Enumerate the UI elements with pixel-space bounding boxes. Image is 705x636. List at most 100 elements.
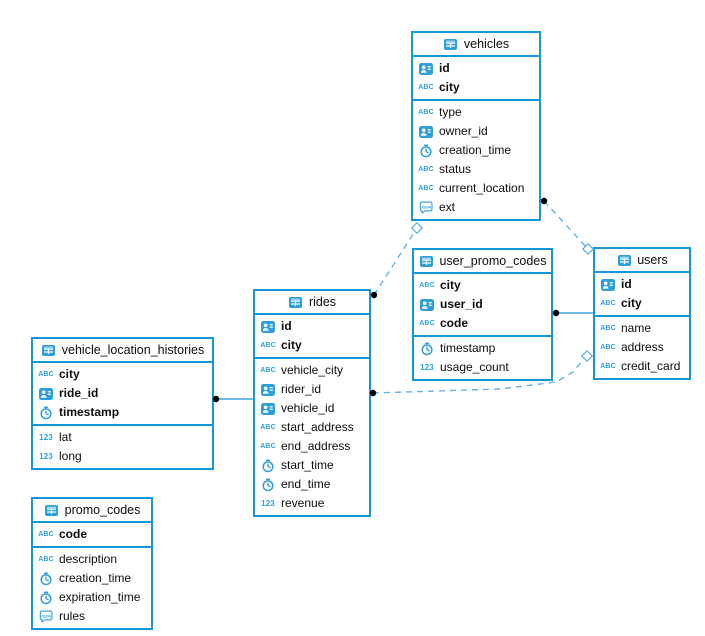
abc-text-icon: ABC <box>600 363 616 370</box>
person-id-icon <box>418 62 434 75</box>
column-row-owner_id: owner_id <box>413 122 539 141</box>
column-name: usage_count <box>440 360 509 374</box>
column-row-status: ABC status <box>413 160 539 179</box>
person-id-icon <box>260 402 276 415</box>
column-name: rider_id <box>281 382 322 396</box>
clock-icon <box>38 590 54 605</box>
column-row-city: ABC city <box>595 294 689 313</box>
clock-icon <box>38 405 54 420</box>
column-name: city <box>440 278 461 292</box>
column-row-code: ABC code <box>414 314 551 333</box>
table-name: vehicle_location_histories <box>61 343 205 357</box>
column-name: vehicle_id <box>281 401 335 415</box>
column-name: start_time <box>281 458 334 472</box>
table-icon <box>418 255 434 267</box>
123-number-icon: 123 <box>261 499 275 508</box>
column-row-address: ABC address <box>595 338 689 357</box>
clock-icon <box>260 477 276 492</box>
clock-icon <box>38 571 54 586</box>
table-icon <box>443 38 459 50</box>
abc-text-icon: ABC <box>419 320 435 327</box>
column-name: city <box>59 367 80 381</box>
column-row-usage_count: 123 usage_count <box>414 358 551 377</box>
column-row-id: id <box>595 275 689 294</box>
abc-text-icon: ABC <box>418 166 434 173</box>
person-id-icon <box>418 125 434 138</box>
abc-text-icon: ABC <box>600 300 616 307</box>
table-icon <box>44 504 60 516</box>
123-number-icon: 123 <box>39 433 53 442</box>
person-id-icon <box>260 383 276 396</box>
abc-text-icon: ABC <box>38 371 54 378</box>
table-header[interactable]: user_promo_codes <box>414 250 551 274</box>
abc-text-icon: ABC <box>600 344 616 351</box>
column-name: revenue <box>281 496 325 510</box>
table-header[interactable]: promo_codes <box>33 499 151 523</box>
column-name: credit_card <box>621 359 681 373</box>
column-name: timestamp <box>59 405 120 419</box>
column-row-rider_id: rider_id <box>255 380 369 399</box>
abc-text-icon: ABC <box>260 443 276 450</box>
column-row-creation_time: creation_time <box>33 569 151 588</box>
column-name: ride_id <box>59 386 99 400</box>
column-name: city <box>621 296 642 310</box>
table-name: users <box>637 253 668 267</box>
table-header[interactable]: vehicle_location_histories <box>33 339 212 363</box>
column-name: city <box>281 338 302 352</box>
column-row-timestamp: timestamp <box>33 403 212 422</box>
clock-icon <box>418 143 434 158</box>
person-id-icon <box>600 278 616 291</box>
abc-text-icon: ABC <box>418 109 434 116</box>
column-name: long <box>59 449 82 463</box>
json-icon: JSON <box>418 201 434 214</box>
column-name: start_address <box>281 420 354 434</box>
column-name: end_time <box>281 477 331 491</box>
column-name: vehicle_city <box>281 363 344 377</box>
column-name: city <box>439 80 460 94</box>
json-icon: JSON <box>38 610 54 623</box>
column-name: code <box>440 316 469 330</box>
column-name: code <box>59 527 88 541</box>
column-row-id: id <box>413 59 539 78</box>
column-row-id: id <box>255 317 369 336</box>
svg-text:JSON: JSON <box>41 614 51 618</box>
column-row-vehicle_city: ABC vehicle_city <box>255 361 369 380</box>
column-name: id <box>621 277 632 291</box>
column-row-user_id: user_id <box>414 295 551 314</box>
column-name: address <box>621 340 664 354</box>
column-name: status <box>439 162 472 176</box>
column-name: rules <box>59 609 86 623</box>
abc-text-icon: ABC <box>600 325 616 332</box>
table-header[interactable]: rides <box>255 291 369 315</box>
column-name: user_id <box>440 297 483 311</box>
abc-text-icon: ABC <box>260 367 276 374</box>
table-header[interactable]: vehicles <box>413 33 539 57</box>
abc-text-icon: ABC <box>418 185 434 192</box>
column-name: timestamp <box>440 341 496 355</box>
123-number-icon: 123 <box>420 363 434 372</box>
column-name: id <box>439 61 450 75</box>
table-header[interactable]: users <box>595 249 689 273</box>
person-id-icon <box>260 320 276 333</box>
table-icon <box>288 296 304 308</box>
